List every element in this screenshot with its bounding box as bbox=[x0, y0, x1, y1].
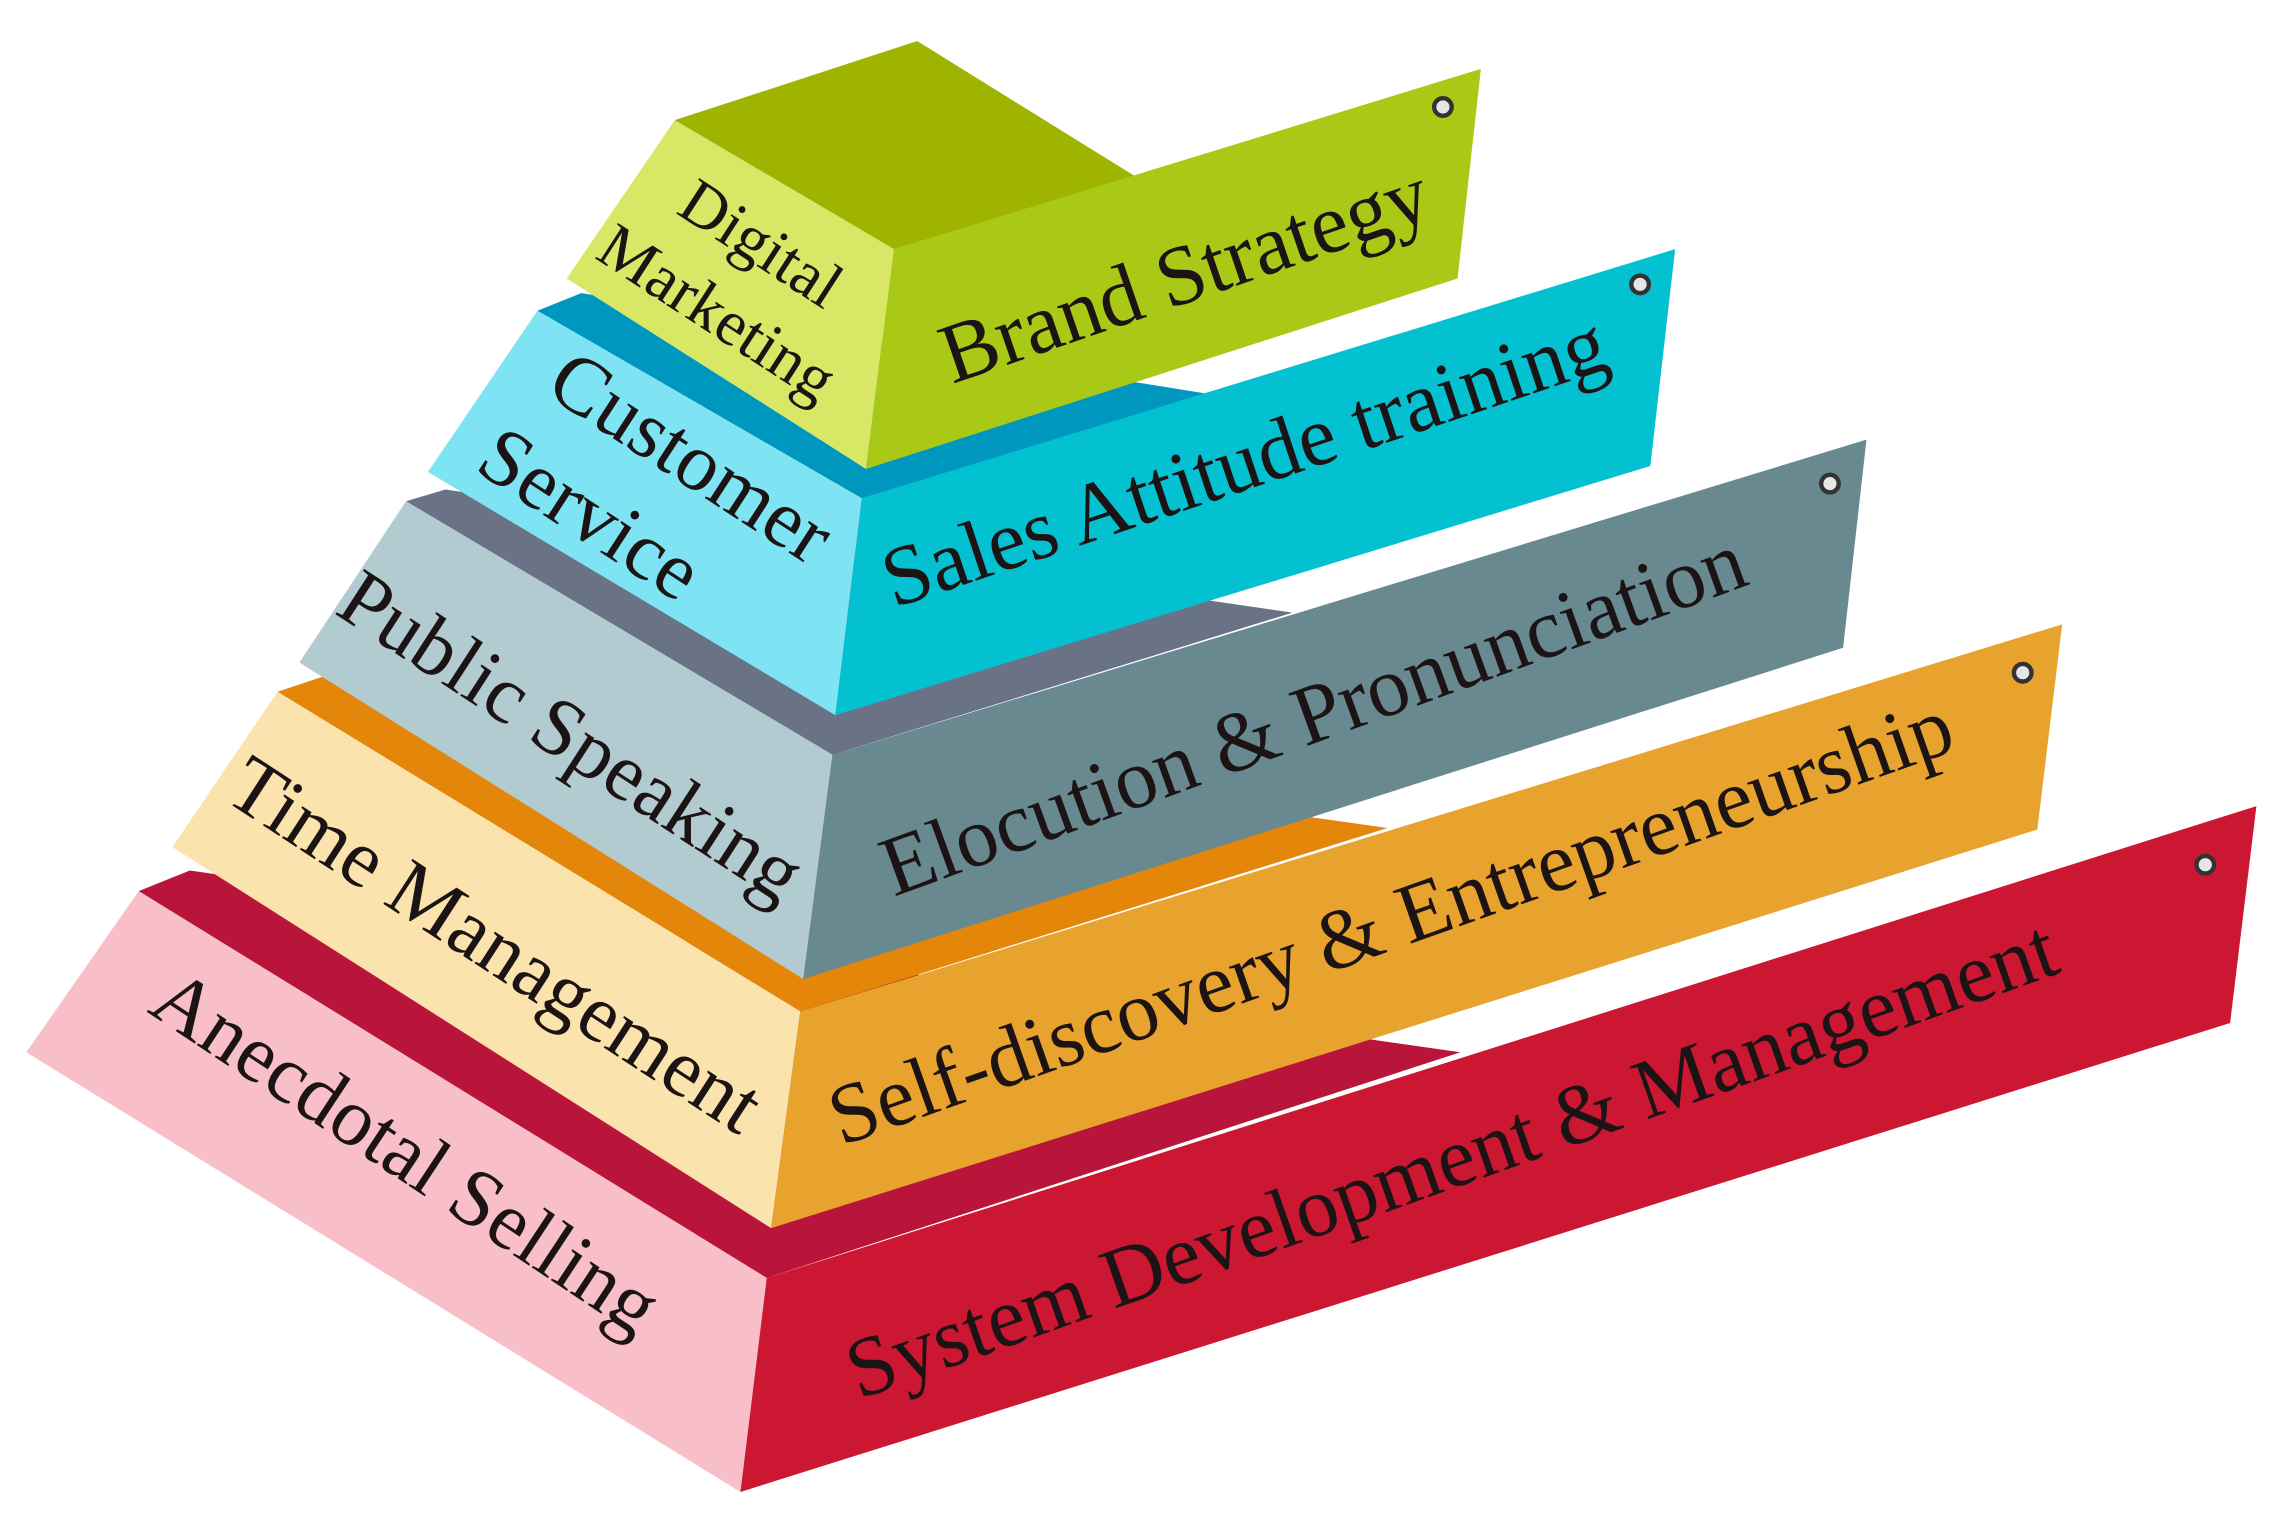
pin-icon bbox=[2011, 661, 2034, 684]
pin-icon bbox=[1819, 472, 1841, 495]
layer-front-face bbox=[771, 624, 2063, 1229]
layer-front-face bbox=[835, 249, 1676, 716]
pin-icon bbox=[2194, 853, 2217, 876]
pin-icon bbox=[1629, 273, 1652, 296]
layer-front-face bbox=[803, 439, 1867, 980]
layer-side-face bbox=[566, 120, 894, 469]
pin-icon bbox=[1431, 95, 1454, 118]
layer-side-face bbox=[26, 891, 767, 1492]
layer-top-face bbox=[674, 41, 1140, 250]
layer-public-speaking: Public Speaking Elocution & Pronunciatio… bbox=[299, 439, 1867, 980]
layer-side-face bbox=[172, 691, 801, 1229]
layer-front-face bbox=[866, 68, 1481, 469]
layer-side-face bbox=[427, 310, 862, 716]
layer-front-face bbox=[740, 806, 2257, 1492]
layer-side-face bbox=[299, 501, 833, 980]
